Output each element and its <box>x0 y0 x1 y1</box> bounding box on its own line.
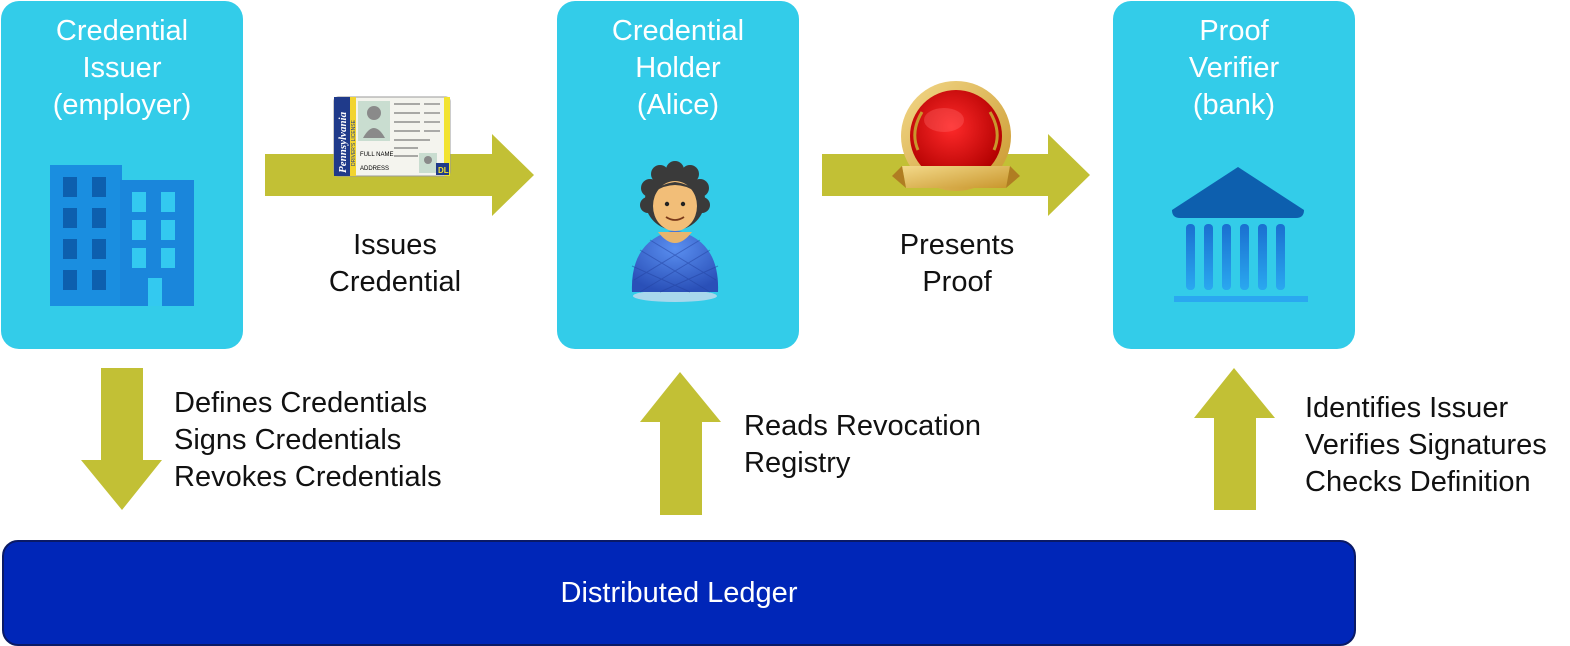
holder-title: Credential Holder (Alice) <box>557 13 799 124</box>
issuer-title: Credential Issuer (employer) <box>1 13 243 124</box>
issues-credential-arrow <box>265 134 534 216</box>
issuer-action-line1: Defines Credentials <box>174 387 428 419</box>
ledger-label: Distributed Ledger <box>560 576 798 609</box>
license-address-label: ADDRESS <box>360 166 389 172</box>
verifier-ledger-actions: Identifies Issuer Verifies Signatures Ch… <box>1305 390 1547 501</box>
issuer-title-line1: Credential <box>55 15 189 47</box>
presents-line1: Presents <box>899 229 1015 261</box>
holder-ledger-actions: Reads Revocation Registry <box>744 408 981 482</box>
issuer-title-line2: Issuer <box>82 52 162 84</box>
verifier-title-line3: (bank) <box>1192 89 1276 121</box>
verifier-action-line3: Checks Definition <box>1305 466 1531 498</box>
holder-title-line3: (Alice) <box>636 89 720 121</box>
credential-issuer-box: Credential Issuer (employer) <box>1 1 243 349</box>
verifier-action-line2: Verifies Signatures <box>1305 429 1547 461</box>
license-badge: DL <box>438 166 449 175</box>
issuer-ledger-actions: Defines Credentials Signs Credentials Re… <box>174 385 442 496</box>
issues-line2: Credential <box>328 266 462 298</box>
issuer-to-ledger-arrow <box>81 368 162 510</box>
presents-proof-arrow <box>822 134 1090 216</box>
presents-proof-label: Presents Proof <box>862 227 1052 301</box>
verifier-title-line2: Verifier <box>1188 52 1280 84</box>
holder-title-line1: Credential <box>611 15 745 47</box>
issues-credential-label: Issues Credential <box>300 227 490 301</box>
ledger-to-verifier-arrow <box>1194 368 1275 510</box>
issuer-title-line3: (employer) <box>52 89 192 121</box>
verifier-title: Proof Verifier (bank) <box>1113 13 1355 124</box>
verifier-action-line1: Identifies Issuer <box>1305 392 1509 424</box>
seal-medal-icon <box>892 81 1020 191</box>
holder-action-line1: Reads Revocation <box>744 410 981 442</box>
presents-line2: Proof <box>922 266 992 298</box>
ledger-to-holder-arrow <box>640 372 721 515</box>
issuer-action-line3: Revokes Credentials <box>174 461 442 493</box>
issues-line1: Issues <box>353 229 437 261</box>
issuer-action-line2: Signs Credentials <box>174 424 402 456</box>
distributed-ledger-bar: Distributed Ledger <box>2 540 1356 646</box>
proof-verifier-box: Proof Verifier (bank) <box>1113 1 1355 349</box>
license-type-label: DRIVER'S LICENSE <box>351 119 357 166</box>
drivers-license-icon: FULL NAME ADDRESS Pennsylvania DRIVER'S … <box>333 96 451 177</box>
license-state-label: Pennsylvania <box>337 111 349 173</box>
verifier-title-line1: Proof <box>1199 15 1269 47</box>
holder-title-line2: Holder <box>635 52 721 84</box>
credential-holder-box: Credential Holder (Alice) <box>557 1 799 349</box>
holder-action-line2: Registry <box>744 447 851 479</box>
license-name-label: FULL NAME <box>360 152 393 158</box>
